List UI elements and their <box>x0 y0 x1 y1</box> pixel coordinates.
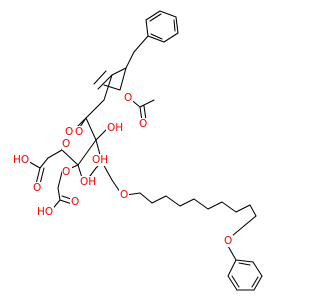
bond <box>252 261 263 277</box>
bond <box>143 105 147 121</box>
bond <box>119 67 127 91</box>
bond <box>61 149 79 166</box>
bond <box>57 187 61 201</box>
bond <box>193 198 209 210</box>
bond <box>163 32 179 43</box>
bond <box>151 195 167 204</box>
phenoxy-oxygen-label: O <box>224 235 232 247</box>
bond <box>125 51 135 69</box>
bond-set <box>25 10 263 291</box>
bond <box>238 262 251 266</box>
bond <box>175 16 179 34</box>
bond <box>179 198 195 207</box>
bond <box>165 195 181 207</box>
bond <box>231 275 240 288</box>
bond <box>111 67 127 76</box>
bond <box>77 139 97 166</box>
atom-label-set: O O O O OH HO O O O OH O HO OH O O <box>12 92 233 247</box>
ether-oxygen-label: O <box>120 189 128 201</box>
bond <box>235 259 254 263</box>
bond <box>235 204 251 213</box>
bond <box>150 33 163 40</box>
bond <box>103 84 121 91</box>
bond <box>97 74 113 90</box>
bond <box>47 149 63 159</box>
bond <box>39 167 45 185</box>
bond <box>253 275 263 291</box>
acetate-ester-oxygen-label: O <box>124 92 132 104</box>
molecule-canvas: O O O O OH HO O O O OH O HO OH O O <box>12 10 263 291</box>
bond <box>93 70 107 85</box>
bond <box>227 259 237 277</box>
hydroxyl-c6-label: OH <box>92 154 108 166</box>
bond <box>145 19 149 37</box>
hydroxyl-c4-label: OH <box>107 122 123 134</box>
carboxyl-c2-oxygen-label: O <box>33 182 41 194</box>
bond <box>85 117 97 141</box>
bond <box>133 35 149 53</box>
bond <box>227 245 237 261</box>
bond <box>227 275 238 291</box>
ketal-oxygen-label: O <box>62 138 70 150</box>
bond <box>145 10 161 21</box>
bond <box>243 215 257 227</box>
bond <box>57 171 63 189</box>
bond <box>221 201 237 213</box>
bond <box>39 157 49 169</box>
carboxyl-c3-oxygen-label: O <box>71 196 79 208</box>
bond <box>35 167 41 185</box>
bond <box>139 192 153 204</box>
acetate-carbonyl-oxygen-label: O <box>139 118 147 130</box>
bond <box>139 99 155 108</box>
carboxyl-c3-hydroxyl-label: HO <box>37 206 53 218</box>
bond <box>103 74 113 101</box>
bond <box>159 10 177 18</box>
bond <box>231 225 245 237</box>
bond <box>85 99 105 119</box>
extra-oxygen-label: O <box>62 166 70 178</box>
bond <box>251 276 259 288</box>
bond <box>111 179 121 193</box>
bridge-oxygen-label: O <box>65 126 73 138</box>
structure-drawing: O O O O OH HO O O O OH O HO OH O O <box>12 10 263 291</box>
bond <box>147 35 165 43</box>
bond <box>207 201 223 210</box>
hydroxyl-c5-label: OH <box>80 176 96 188</box>
carboxyl-c2-hydroxyl-label: HO <box>13 154 29 166</box>
bond <box>249 204 257 217</box>
ring-oxygen-label: O <box>75 126 83 138</box>
bond <box>149 13 162 22</box>
bond <box>173 19 176 32</box>
